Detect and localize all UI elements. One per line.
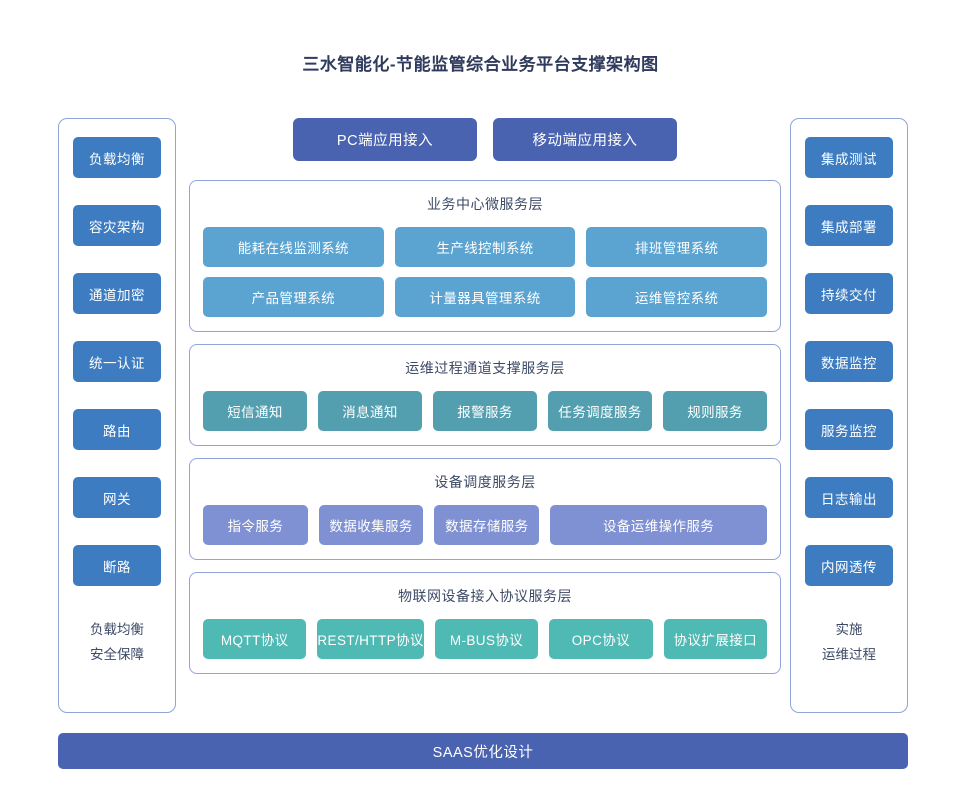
right-chip-2[interactable]: 集成部署	[805, 205, 893, 246]
service-node[interactable]: 设备运维操作服务	[550, 505, 767, 545]
service-layer-1-row-1: 能耗在线监测系统生产线控制系统排班管理系统	[203, 227, 768, 267]
service-layer-3: 设备调度服务层指令服务数据收集服务数据存储服务设备运维操作服务	[189, 458, 781, 560]
service-node[interactable]: 规则服务	[663, 391, 767, 431]
service-layers: 业务中心微服务层能耗在线监测系统生产线控制系统排班管理系统产品管理系统计量器具管…	[189, 180, 781, 674]
service-node[interactable]: 生产线控制系统	[394, 227, 576, 267]
right-panel-note: 实施运维过程	[822, 617, 876, 667]
left-panel-note: 负载均衡安全保障	[90, 617, 144, 667]
service-node[interactable]: 运维管控系统	[586, 277, 768, 317]
access-chip-1[interactable]: PC端应用接入	[293, 118, 477, 161]
service-layer-3-title: 设备调度服务层	[434, 474, 536, 490]
service-layer-3-row-1: 指令服务数据收集服务数据存储服务设备运维操作服务	[203, 505, 767, 545]
right-chip-3[interactable]: 持续交付	[805, 273, 893, 314]
service-node[interactable]: 指令服务	[203, 505, 308, 545]
service-node[interactable]: 任务调度服务	[548, 391, 652, 431]
service-node[interactable]: M-BUS协议	[434, 619, 539, 659]
left-chip-3[interactable]: 通道加密	[73, 273, 161, 314]
left-chip-5[interactable]: 路由	[73, 409, 161, 450]
service-node[interactable]: 数据收集服务	[318, 505, 424, 545]
service-node[interactable]: 消息通知	[318, 391, 422, 431]
left-chip-4[interactable]: 统一认证	[73, 341, 161, 382]
service-node[interactable]: 报警服务	[433, 391, 537, 431]
service-layer-2: 运维过程通道支撑服务层短信通知消息通知报警服务任务调度服务规则服务	[189, 344, 781, 446]
left-panel-note-line-2: 安全保障	[90, 647, 144, 662]
application-access-row: PC端应用接入移动端应用接入	[189, 118, 781, 161]
service-node[interactable]: 数据存储服务	[434, 505, 540, 545]
service-node[interactable]: 计量器具管理系统	[394, 277, 576, 317]
service-node[interactable]: 能耗在线监测系统	[203, 227, 384, 267]
right-panel-note-line-1: 实施	[835, 622, 863, 637]
right-chip-4[interactable]: 数据监控	[805, 341, 893, 382]
left-chip-6[interactable]: 网关	[73, 477, 161, 518]
left-panel-note-line-1: 负载均衡	[90, 622, 144, 637]
service-node[interactable]: 产品管理系统	[203, 277, 384, 317]
left-chip-1[interactable]: 负载均衡	[73, 137, 161, 178]
service-node[interactable]: 排班管理系统	[586, 227, 768, 267]
service-node[interactable]: 协议扩展接口	[663, 619, 768, 659]
service-node[interactable]: REST/HTTP协议	[317, 619, 424, 659]
center-stack: PC端应用接入移动端应用接入 业务中心微服务层能耗在线监测系统生产线控制系统排班…	[189, 118, 781, 686]
left-chip-7[interactable]: 断路	[73, 545, 161, 586]
service-layer-4-title: 物联网设备接入协议服务层	[398, 588, 572, 604]
service-node[interactable]: MQTT协议	[203, 619, 307, 659]
left-capability-panel: 负载均衡容灾架构通道加密统一认证路由网关断路负载均衡安全保障	[58, 118, 176, 713]
left-chip-2[interactable]: 容灾架构	[73, 205, 161, 246]
service-layer-1: 业务中心微服务层能耗在线监测系统生产线控制系统排班管理系统产品管理系统计量器具管…	[189, 180, 781, 332]
right-chip-5[interactable]: 服务监控	[805, 409, 893, 450]
service-node[interactable]: OPC协议	[549, 619, 653, 659]
service-layer-1-row-2: 产品管理系统计量器具管理系统运维管控系统	[203, 277, 768, 317]
service-layer-2-title: 运维过程通道支撑服务层	[405, 360, 565, 376]
access-chip-2[interactable]: 移动端应用接入	[493, 118, 677, 161]
page-title: 三水智能化-节能监管综合业务平台支撑架构图	[302, 55, 659, 74]
right-chip-7[interactable]: 内网透传	[805, 545, 893, 586]
right-panel-note-line-2: 运维过程	[822, 647, 876, 662]
service-layer-2-row-1: 短信通知消息通知报警服务任务调度服务规则服务	[203, 391, 767, 431]
service-layer-1-title: 业务中心微服务层	[427, 196, 543, 212]
right-chip-6[interactable]: 日志输出	[805, 477, 893, 518]
right-capability-panel: 集成测试集成部署持续交付数据监控服务监控日志输出内网透传实施运维过程	[790, 118, 908, 713]
right-chip-1[interactable]: 集成测试	[805, 137, 893, 178]
saas-optimization-bar[interactable]: SAAS优化设计	[58, 733, 908, 769]
service-node[interactable]: 短信通知	[203, 391, 307, 431]
